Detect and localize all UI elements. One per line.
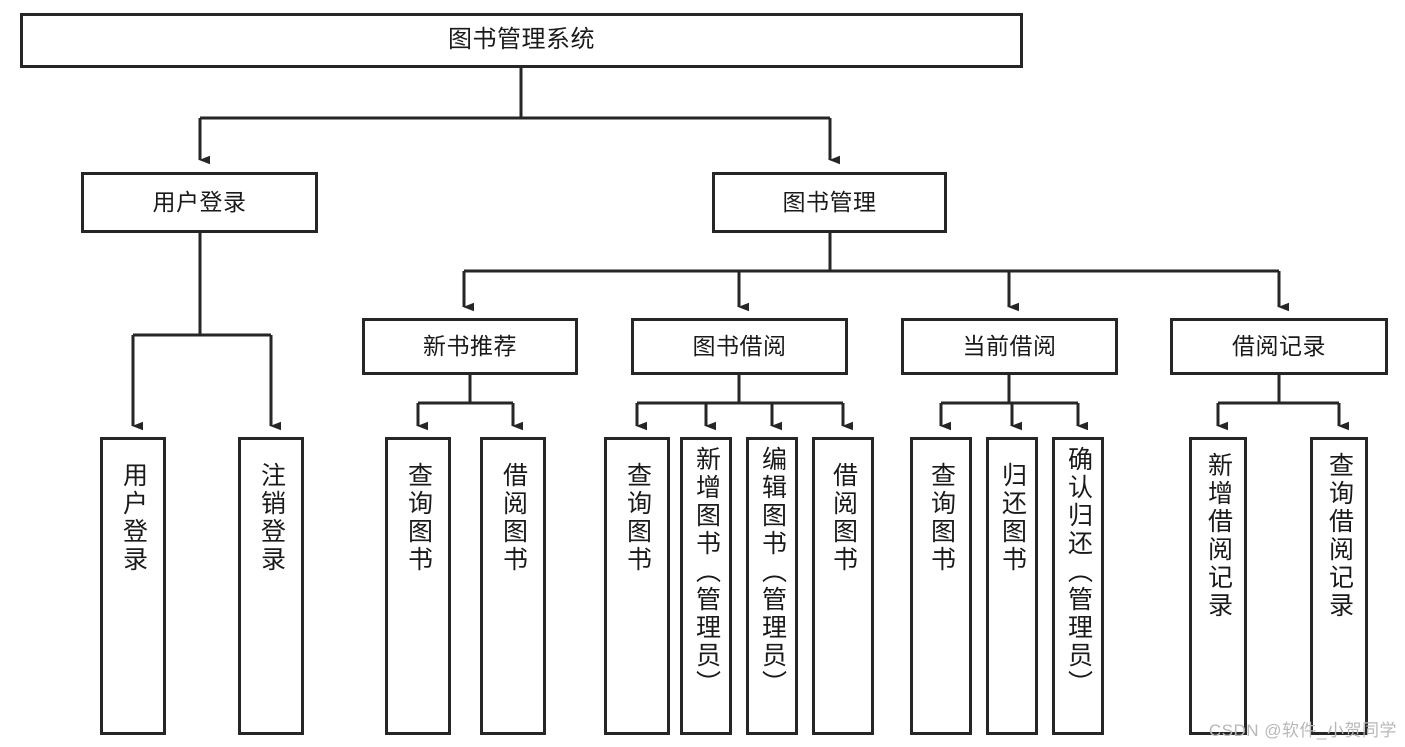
node-book-manage-label: 图书管理 — [782, 188, 877, 215]
node-leaf-logout-label: 注销登录 — [257, 462, 286, 574]
node-leaf-add-book-admin-label: 新增图书（管理员） — [692, 446, 721, 698]
node-leaf-query-borrow-record[interactable]: 查询借阅记录 — [1310, 437, 1368, 735]
node-root-label: 图书管理系统 — [448, 26, 595, 54]
node-leaf-logout[interactable]: 注销登录 — [238, 437, 304, 735]
node-leaf-query-book-2[interactable]: 查询图书 — [604, 437, 670, 735]
csdn-watermark: CSDN @软件_小贺同学 — [1208, 721, 1397, 740]
node-leaf-user-login-label: 用户登录 — [119, 462, 148, 574]
node-leaf-query-book-1[interactable]: 查询图书 — [385, 437, 451, 735]
node-leaf-query-book-3-label: 查询图书 — [927, 462, 956, 574]
node-current-borrow[interactable]: 当前借阅 — [901, 318, 1118, 375]
node-book-manage[interactable]: 图书管理 — [712, 172, 947, 233]
node-leaf-user-login[interactable]: 用户登录 — [100, 437, 166, 735]
node-leaf-add-book-admin[interactable]: 新增图书（管理员） — [680, 437, 732, 735]
edge-group-book-borrow — [635, 375, 853, 431]
node-root[interactable]: 图书管理系统 — [20, 13, 1023, 68]
node-leaf-borrow-book-2-label: 借阅图书 — [829, 462, 858, 574]
node-leaf-edit-book-admin[interactable]: 编辑图书（管理员） — [746, 437, 798, 735]
node-book-borrow-label: 图书借阅 — [692, 332, 787, 359]
node-leaf-add-borrow-record[interactable]: 新增借阅记录 — [1189, 437, 1247, 735]
edge-group-new-book-recommend — [416, 375, 523, 431]
node-leaf-query-borrow-record-label: 查询借阅记录 — [1325, 452, 1354, 620]
node-leaf-query-book-1-label: 查询图书 — [404, 462, 433, 574]
node-new-book-recommend[interactable]: 新书推荐 — [362, 318, 578, 375]
node-leaf-query-book-3[interactable]: 查询图书 — [910, 437, 972, 735]
node-leaf-borrow-book-2[interactable]: 借阅图书 — [812, 437, 874, 735]
edge-group-borrow-record — [1216, 375, 1349, 431]
node-leaf-return-book-label: 归还图书 — [998, 462, 1027, 574]
node-user-login-label: 用户登录 — [152, 188, 247, 215]
node-leaf-borrow-book-1-label: 借阅图书 — [499, 462, 528, 574]
edge-group-book-manage — [462, 233, 1289, 312]
node-leaf-add-borrow-record-label: 新增借阅记录 — [1204, 452, 1233, 620]
node-new-book-recommend-label: 新书推荐 — [423, 332, 517, 359]
edge-group-current-borrow — [939, 375, 1088, 431]
node-book-borrow[interactable]: 图书借阅 — [631, 318, 848, 375]
node-user-login[interactable]: 用户登录 — [81, 172, 318, 233]
node-current-borrow-label: 当前借阅 — [962, 332, 1057, 359]
node-leaf-edit-book-admin-label: 编辑图书（管理员） — [758, 446, 787, 698]
node-borrow-record[interactable]: 借阅记录 — [1170, 318, 1388, 375]
node-leaf-return-book[interactable]: 归还图书 — [986, 437, 1038, 735]
node-leaf-confirm-return-admin[interactable]: 确认归还（管理员） — [1052, 437, 1104, 735]
node-leaf-borrow-book-1[interactable]: 借阅图书 — [480, 437, 546, 735]
edge-group-user-login — [131, 233, 281, 431]
node-borrow-record-label: 借阅记录 — [1232, 332, 1326, 359]
node-leaf-query-book-2-label: 查询图书 — [623, 462, 652, 574]
node-leaf-confirm-return-admin-label: 确认归还（管理员） — [1064, 446, 1093, 698]
edge-group-root — [198, 68, 840, 165]
